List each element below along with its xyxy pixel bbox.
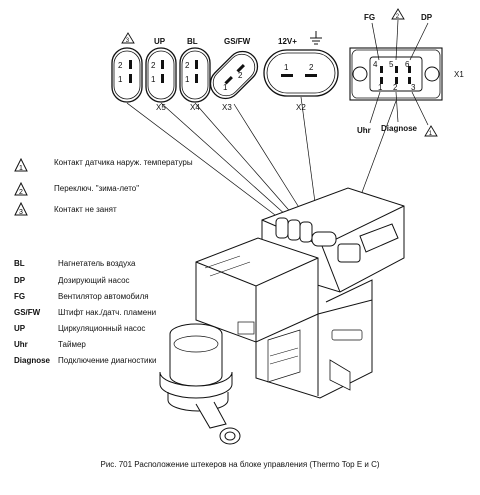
ground-icon — [310, 31, 322, 45]
connector-x4: BL 2 1 X4 — [179, 37, 211, 112]
warning-triangle-icon — [391, 8, 405, 20]
x2-code: X2 — [296, 103, 306, 112]
note-2-text: Переключ. "зима-лето" — [54, 184, 140, 193]
abbr-uhr-desc: Таймер — [58, 340, 86, 349]
x2-label: 12V+ — [278, 37, 297, 46]
x3-pin-bottom: 1 — [223, 83, 228, 92]
x4-code: X4 — [190, 103, 200, 112]
abbr-fg-desc: Вентилятор автомобиля — [58, 292, 149, 301]
abbr-bl: BL — [14, 259, 25, 268]
x2-pin-left: 1 — [284, 63, 289, 72]
warning-triangle-icon: 3 — [14, 202, 28, 216]
abbr-uhr: Uhr — [14, 340, 28, 349]
abbr-dp-desc: Дозирующий насос — [58, 276, 130, 285]
abbr-up-desc: Циркуляционный насос — [58, 324, 146, 333]
connector-x3: GS/FW 2 1 X3 — [209, 37, 259, 112]
x2-pin-right: 2 — [309, 63, 314, 72]
warning-number-3: 3 — [126, 38, 130, 44]
warning-triangle-icon — [424, 125, 438, 137]
svg-text:1: 1 — [19, 165, 23, 172]
x1-diagnose-label: Diagnose — [381, 124, 418, 133]
heater-unit-illustration — [159, 187, 405, 445]
x4-pin-bottom: 1 — [185, 75, 190, 84]
note-3-text: Контакт не занят — [54, 205, 117, 214]
x1-uhr-label: Uhr — [357, 126, 371, 135]
x1-dp-label: DP — [421, 13, 433, 22]
abbr-diagnose-desc: Подключение диагностики — [58, 356, 157, 365]
x1-pin-2: 2 — [393, 83, 398, 92]
abbr-fg: FG — [14, 292, 26, 301]
warning-triangle-icon — [121, 32, 135, 44]
x3-label: GS/FW — [224, 37, 251, 46]
connector-x2: 12V+ 1 2 X2 — [263, 31, 339, 112]
x5-pin-bottom: 1 — [151, 75, 156, 84]
c1-pin-top: 2 — [118, 61, 123, 70]
figure-caption: Рис. 701 Расположение штекеров на блоке … — [100, 460, 380, 469]
x5-pin-top: 2 — [151, 61, 156, 70]
warning-triangle-icon: 1 — [14, 158, 28, 172]
svg-text:2: 2 — [19, 189, 23, 196]
x3-code: X3 — [222, 103, 232, 112]
svg-text:3: 3 — [19, 209, 23, 216]
x1-code: X1 — [454, 70, 464, 79]
x1-pin-1: 1 — [378, 83, 383, 92]
c1-pin-bottom: 1 — [118, 75, 123, 84]
x1-pin-3: 3 — [411, 83, 416, 92]
x5-label: UP — [154, 37, 166, 46]
x4-pin-top: 2 — [185, 61, 190, 70]
abbr-diagnose: Diagnose — [14, 356, 51, 365]
x4-label: BL — [187, 37, 198, 46]
abbr-bl-desc: Нагнетатель воздуха — [58, 259, 136, 268]
x5-code: X5 — [156, 103, 166, 112]
abbr-gsfw: GS/FW — [14, 308, 41, 317]
warning-triangle-icon: 2 — [14, 182, 28, 196]
warning-number-1: 1 — [429, 131, 433, 137]
abbr-gsfw-desc: Штифт нак./датч. пламени — [58, 308, 157, 317]
x1-pin-6: 6 — [405, 60, 410, 69]
connector-x1: 4 5 6 1 2 3 FG DP 2 X1 Uhr Diagnose 1 — [349, 8, 464, 137]
x1-pin-5: 5 — [389, 60, 394, 69]
x1-fg-label: FG — [364, 13, 375, 22]
warning-number-2: 2 — [396, 14, 400, 20]
connector-x5: UP 2 1 X5 — [145, 37, 177, 112]
connector-c1: 2 1 3 — [111, 32, 143, 103]
abbr-up: UP — [14, 324, 26, 333]
abbr-dp: DP — [14, 276, 26, 285]
x3-pin-top: 2 — [238, 71, 243, 80]
x1-pin-4: 4 — [373, 60, 378, 69]
note-1-text: Контакт датчика наруж. температуры — [54, 158, 193, 167]
